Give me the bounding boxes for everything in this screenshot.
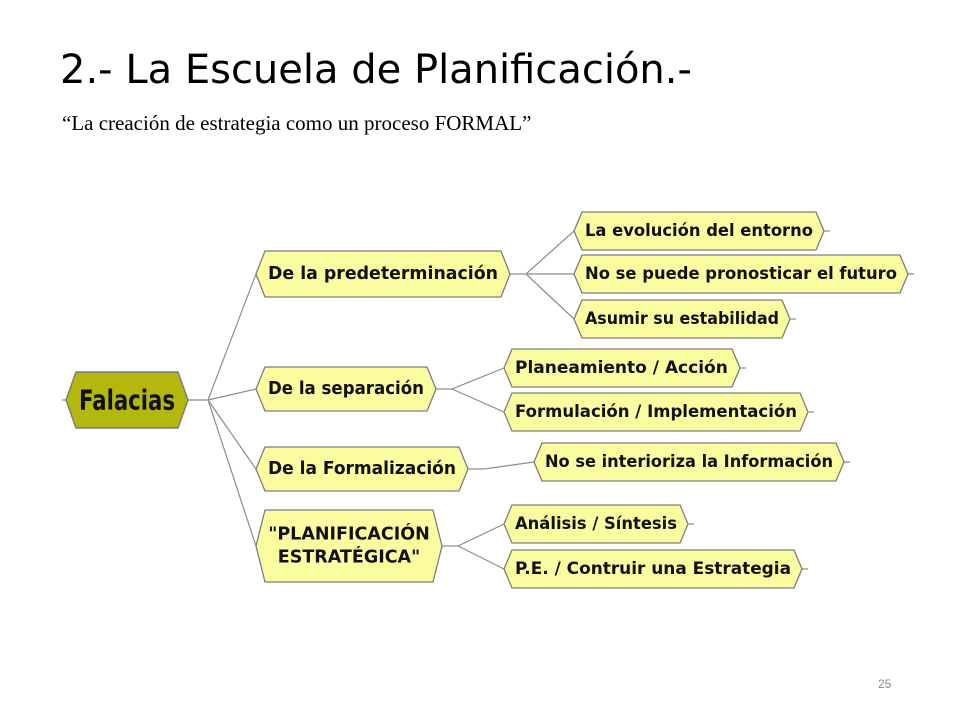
leaf-node-3-0: Análisis / Síntesis [503,504,689,544]
page-number: 25 [878,677,892,691]
leaf-node-0-2: Asumir su estabilidad [573,299,791,339]
branch-node-1: De la separación [255,366,437,412]
leaf-node-3-0-label: Análisis / Síntesis [515,514,677,534]
leaf-connector-0-2 [525,273,575,320]
leaf-node-0-1: No se puede pronosticar el futuro [573,254,909,294]
leaf-node-0-1-label: No se puede pronosticar el futuro [585,264,897,284]
branch-node-0-label: De la predeterminación [268,264,498,284]
leaf-connector-1-0 [451,367,505,390]
leaf-node-3-0-shape [503,504,689,544]
page-subtitle: “La creación de estrategia como un proce… [62,111,532,135]
root-connector-3 [207,399,257,547]
leaf-node-1-1-shape [503,392,809,432]
leaf-node-1-0-shape [503,348,741,388]
root-node-falacias: Falacias [65,371,189,429]
leaf-node-0-0-shape [573,211,825,251]
nodes: Falacias De la predeterminación La evoluci… [65,211,909,589]
root-connector-0 [207,273,257,401]
branch-node-3-label: "PLANIFICACIÓN [268,523,430,545]
leaf-node-3-1-shape [503,549,803,589]
branch-node-1-shape [255,366,437,412]
root-node-falacias-shape [65,371,189,429]
leaf-node-0-2-shape [573,299,791,339]
branch-node-1-label: De la separación [268,379,424,399]
branch-node-2-shape [255,446,469,492]
leaf-node-0-0: La evolución del entorno [573,211,825,251]
leaf-node-2-0-shape [533,442,845,482]
leaf-connector-3-0 [457,523,505,547]
leaf-node-3-1-label: P.E. / Contruir una Estrategia [515,559,791,579]
leaf-connector-1-1 [451,388,505,413]
leaf-node-2-0-label: No se interioriza la Información [545,452,833,472]
leaf-node-0-2-label: Asumir su estabilidad [585,309,779,329]
branch-node-0: De la predeterminación [255,250,511,298]
branch-node-0-shape [255,250,511,298]
leaf-node-1-1: Formulación / Implementación [503,392,809,432]
leaf-node-1-0: Planeamiento / Acción [503,348,741,388]
leaf-connector-3-1 [457,545,505,570]
root-connector-2 [207,399,257,470]
branch-node-2-label: De la Formalización [268,459,456,479]
leaf-node-0-0-label: La evolución del entorno [585,221,813,241]
leaf-connector-0-0 [525,230,575,275]
branch-node-3-shape [255,509,443,583]
leaf-node-0-1-shape [573,254,909,294]
branch-node-3-label: ESTRATÉGICA" [278,546,420,568]
branch-node-2: De la Formalización [255,446,469,492]
root-node-falacias-label: Falacias [79,384,175,417]
page-title: 2.- La Escuela de Planificación.- [60,47,692,93]
leaf-node-3-1: P.E. / Contruir una Estrategia [503,549,803,589]
connectors [62,230,914,570]
leaf-connector-2-0 [483,461,535,470]
root-connector-1 [207,388,257,401]
leaf-node-1-1-label: Formulación / Implementación [515,402,797,422]
leaf-node-1-0-label: Planeamiento / Acción [515,358,728,378]
leaf-node-2-0: No se interioriza la Información [533,442,845,482]
